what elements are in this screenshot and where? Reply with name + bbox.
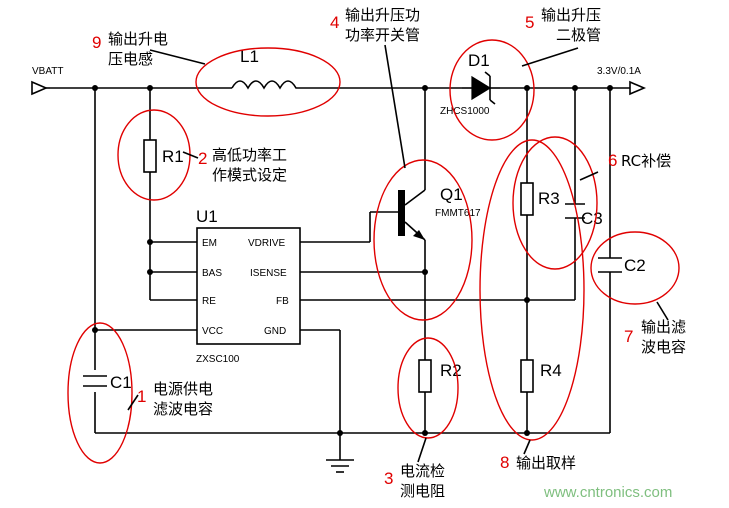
d1-part-label: ZHCS1000 [440,106,490,117]
u1-label: U1 [196,207,218,226]
capacitor-c2: C2 [598,256,646,275]
resistor-r1: R1 [143,139,184,173]
q1-label: Q1 [440,185,463,204]
c1-label: C1 [110,373,132,392]
pin-gnd-label: GND [264,326,286,337]
r3-label: R3 [538,189,560,208]
r4-label: R4 [540,361,562,380]
svg-text:输出升压功: 输出升压功 [345,6,420,24]
svg-text:功率开关管: 功率开关管 [345,26,420,44]
ic-u1: U1 ZXSC100 EM BAS RE VCC VDRIVE ISENSE F… [196,207,301,365]
vbatt-label: VBATT [32,66,63,77]
watermark: www.cntronics.com [543,484,672,501]
annotation-2: 2 高低功率工 作模式设定 [198,146,287,184]
svg-text:6: 6 [608,151,617,170]
annotation-1: 1 电源供电 滤波电容 [137,380,213,418]
annotation-8: 8 输出取样 [500,453,576,472]
resistor-r3: R3 [520,182,560,216]
resistor-r4: R4 [520,359,562,393]
ellipse-q1 [373,159,473,321]
pin-fb-label: FB [276,296,289,307]
wires [31,80,647,473]
svg-text:RC补偿: RC补偿 [621,152,671,170]
ellipse-c2 [590,231,680,305]
transistor-q1: Q1 FMMT617 [398,185,481,241]
svg-text:7: 7 [624,327,633,346]
svg-text:输出升电: 输出升电 [108,30,168,48]
junction-dots [92,85,613,436]
d1-label: D1 [468,51,490,70]
r1-label: R1 [162,147,184,166]
svg-text:电源供电: 电源供电 [153,380,213,398]
pin-vcc-label: VCC [202,326,223,337]
pin-em-label: EM [202,238,217,249]
svg-text:作模式设定: 作模式设定 [212,166,287,184]
diode-d1: D1 ZHCS1000 [440,51,500,117]
svg-text:输出取样: 输出取样 [516,454,576,472]
ellipse-c1 [67,322,133,464]
svg-text:5: 5 [525,13,534,32]
pin-re-label: RE [202,296,216,307]
vout-label: 3.3V/0.1A [597,66,641,77]
capacitor-c1: C1 [83,373,132,392]
svg-text:二极管: 二极管 [556,26,601,44]
annotation-4: 4 输出升压功 功率开关管 [330,6,420,44]
annotation-5: 5 输出升压 二极管 [525,6,601,44]
svg-text:4: 4 [330,13,339,32]
svg-text:输出升压: 输出升压 [541,6,601,24]
u1-part-label: ZXSC100 [196,354,240,365]
ellipse-r2 [397,337,459,439]
svg-text:1: 1 [137,387,146,406]
svg-text:压电感: 压电感 [108,50,153,68]
ellipse-rc [512,136,598,270]
annotation-9: 9 输出升电 压电感 [92,30,168,68]
svg-text:滤波电容: 滤波电容 [153,400,213,418]
svg-text:输出滤: 输出滤 [641,318,686,336]
ellipse-l1 [195,47,341,117]
annotation-6: 6 RC补偿 [608,151,671,170]
svg-text:高低功率工: 高低功率工 [212,146,287,164]
annotation-leaders [127,44,669,463]
c2-label: C2 [624,256,646,275]
annotation-ellipses [67,39,680,464]
annotation-3: 3 电流检 测电阻 [384,462,445,500]
svg-text:8: 8 [500,453,509,472]
pin-bas-label: BAS [202,268,222,279]
ellipse-d1 [449,39,535,141]
inductor-l1: L1 [231,47,300,90]
c3-label: C3 [581,209,603,228]
svg-text:电流检: 电流检 [400,462,445,480]
r2-label: R2 [440,361,462,380]
resistor-r2: R2 [418,359,462,393]
pin-isense-label: ISENSE [250,268,287,279]
svg-text:2: 2 [198,149,207,168]
svg-text:波电容: 波电容 [641,338,686,356]
pin-vdrive-label: VDRIVE [248,238,286,249]
l1-label: L1 [240,47,259,66]
annotation-7: 7 输出滤 波电容 [624,318,686,356]
q1-part-label: FMMT617 [435,208,481,219]
svg-text:9: 9 [92,33,101,52]
ellipse-sample [479,139,585,441]
svg-text:3: 3 [384,469,393,488]
svg-text:测电阻: 测电阻 [400,482,445,500]
